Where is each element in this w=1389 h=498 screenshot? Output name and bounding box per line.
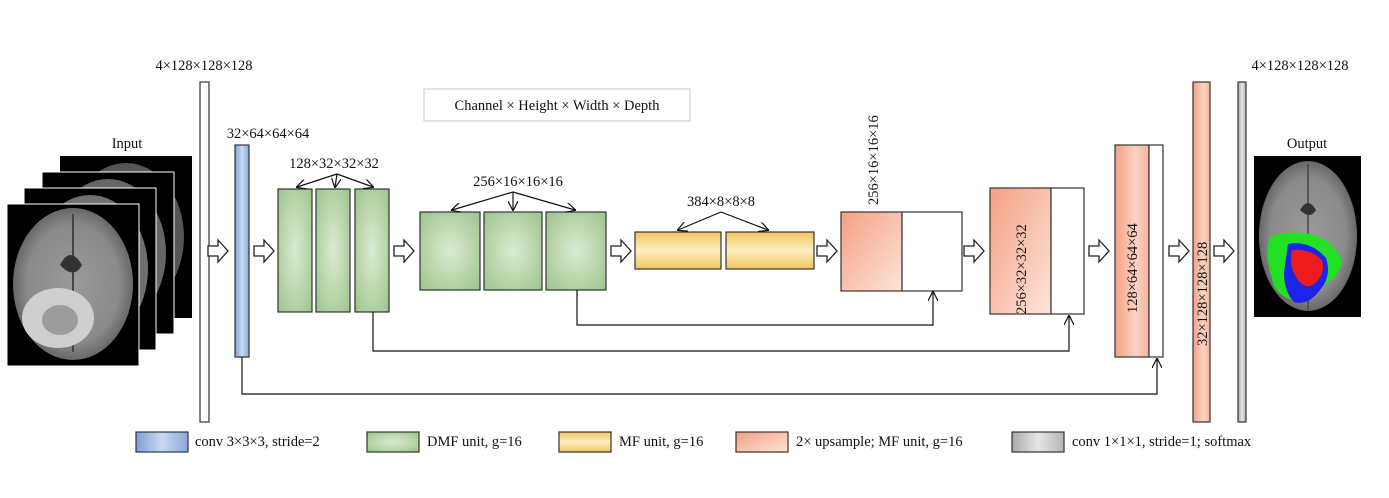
dmf2-unit-a [419,211,481,291]
legend-swatch-upsample [735,431,789,453]
up1-concat-block [901,211,963,292]
dmf2-group [419,191,607,291]
mf-shape-label: 384×8×8×8 [687,194,755,210]
up3-shape-label: 128×64×64×64 [1125,222,1141,313]
output-segmentation-image [1254,156,1361,317]
output-shape-label: 4×128×128×128 [1251,58,1348,74]
up3-block [1114,144,1150,358]
dmf1-group [277,173,390,313]
tumor-core-region [1290,249,1323,287]
up1-shape-label: 256×16×16×16 [866,115,882,205]
up2-shape-label: 256×32×32×32 [1014,224,1030,314]
up3-concat-block [1148,144,1164,358]
legend-label-dmf: DMF unit, g=16 [427,434,522,450]
input-shape-label: 4×128×128×128 [155,58,252,74]
conv1-block [234,144,250,358]
up4-block [1192,81,1211,423]
legend-label-softmax: conv 1×1×1, stride=1; softmax [1072,434,1252,450]
legend-swatch-dmf [366,431,420,453]
dmf1-unit-a [277,188,313,313]
conv1-shape-label: 32×64×64×64 [227,126,310,142]
legend-swatch-conv [135,431,189,453]
legend-label-conv: conv 3×3×3, stride=2 [195,434,320,450]
dmf1-unit-c [354,188,390,313]
input-title: Input [112,136,143,152]
softmax-conv-bar [1237,81,1247,423]
output-title: Output [1287,136,1327,152]
legend: conv 3×3×3, stride=2 DMF unit, g=16 MF u… [135,431,1252,453]
legend-swatch-softmax [1011,431,1065,453]
input-image-stack [6,156,192,367]
dmf2-unit-c [545,211,607,291]
up1-block [840,211,903,292]
mf-unit-a [634,231,722,270]
skip-connections [241,290,1157,395]
up4-shape-label: 32×128×128×128 [1195,242,1211,346]
up2-block [989,187,1052,315]
up2-concat-block [1050,187,1085,315]
dmf1-shape-label: 128×32×32×32 [289,156,379,172]
dims-note-text: Channel × Height × Width × Depth [455,98,661,114]
dmf1-unit-b [315,188,351,313]
mf-unit-b [725,231,815,270]
legend-label-upsample: 2× upsample; MF unit, g=16 [796,434,963,450]
dmf2-shape-label: 256×16×16×16 [473,174,563,190]
legend-label-mf: MF unit, g=16 [619,434,703,450]
flow-arrows [207,238,1235,264]
dims-note-box [423,88,691,122]
mf-group [634,211,815,270]
dmf2-unit-b [483,211,543,291]
legend-swatch-mf [558,431,612,453]
